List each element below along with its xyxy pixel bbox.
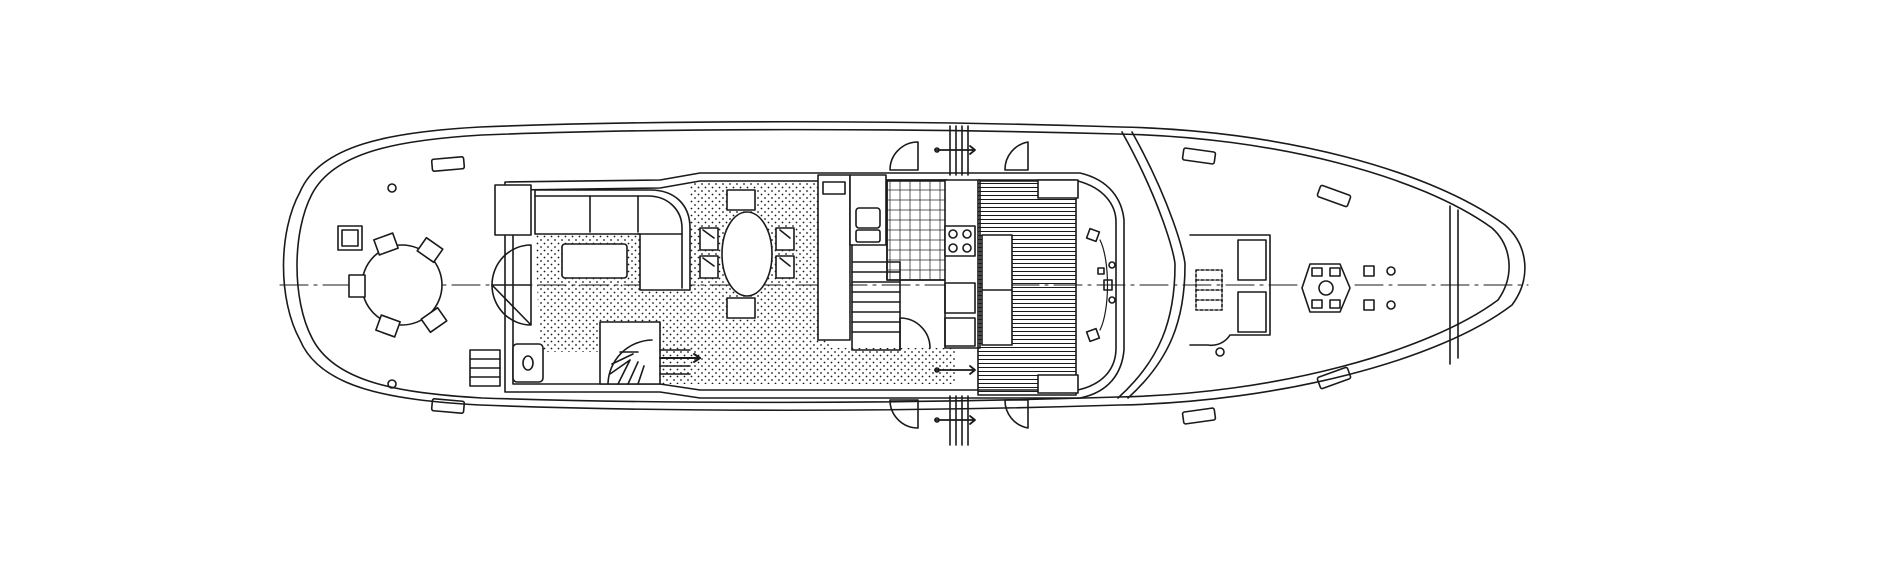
foredeck [1117,131,1459,399]
dining-table [721,211,773,297]
wheelhouse [977,179,1116,396]
side-doors [889,125,1029,446]
dining-area [699,189,795,319]
foredeck-hatch [1189,234,1271,357]
cleats [387,147,1352,425]
cooktop [944,225,976,257]
coffee-table [561,243,628,279]
salon-settee [534,189,691,291]
aft-stairs [469,343,544,387]
aft-deck-seating [337,225,448,338]
windlass [1301,263,1396,313]
hull-outline [282,120,1526,412]
galley [817,174,981,351]
spiral-stair [599,321,701,385]
aft-doors [491,184,532,326]
